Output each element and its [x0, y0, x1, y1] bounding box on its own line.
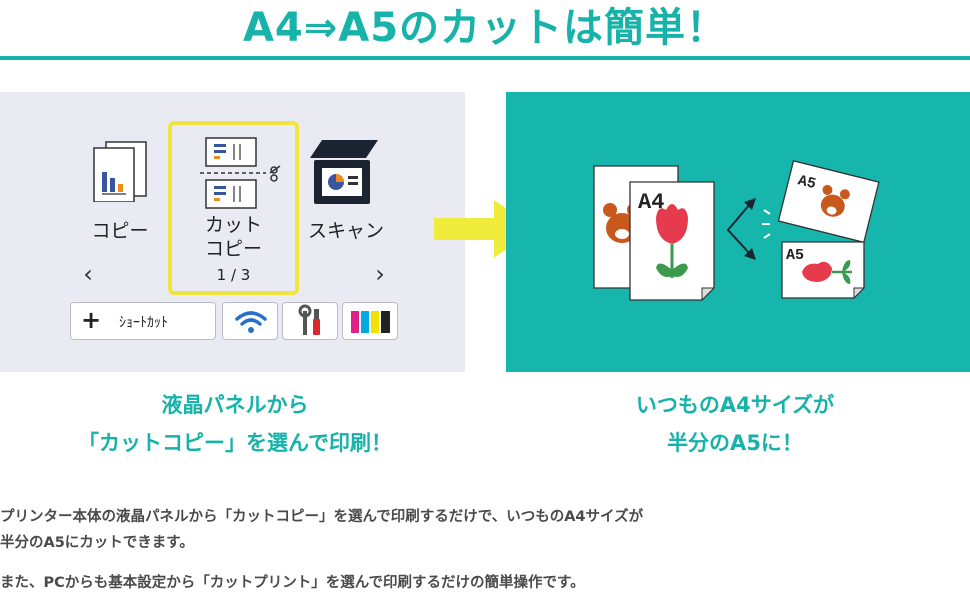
lcd-panel: コピー カット コピー 1 / 3 スキャン ‹ › — [0, 92, 465, 372]
cut-copy-icon — [200, 137, 281, 209]
a5-label-bottom: A5 — [786, 247, 804, 264]
a4-label: A4 — [638, 190, 664, 215]
a5-sheet-bottom — [781, 241, 866, 300]
prev-page-chevron-icon[interactable]: ‹ — [83, 260, 93, 288]
a5-label-top: A5 — [796, 172, 818, 193]
tools-icon — [298, 304, 320, 335]
description-paragraph-2: また、PCからも基本設定から「カットプリント」を選んで印刷するだけの簡単操作です… — [0, 575, 585, 591]
title-underline — [0, 56, 970, 60]
page-indicator: 1 / 3 — [216, 266, 251, 284]
right-caption-line2: 半分のA5に！ — [667, 431, 803, 455]
right-caption: いつものA4サイズが 半分のA5に！ — [500, 386, 970, 462]
cut-copy-label-line1: カット — [204, 214, 262, 236]
cut-copy-label-line2: コピー — [204, 238, 262, 260]
description-line1: プリンター本体の液晶パネルから「カットコピー」を選んで印刷するだけで、いつものA… — [0, 509, 644, 525]
page-title: A4⇒A5のカットは簡単！ — [242, 5, 728, 51]
copy-label: コピー — [91, 220, 149, 242]
scan-app[interactable]: スキャン — [298, 124, 394, 254]
copy-icon — [93, 141, 147, 202]
description-paragraph-1: プリンター本体の液晶パネルから「カットコピー」を選んで印刷するだけで、いつものA… — [0, 504, 970, 556]
plus-icon: + — [81, 306, 102, 334]
description-line2: 半分のA5にカットできます。 — [0, 535, 194, 551]
cut-illustration-panel: A4 A5 A5 — [506, 92, 970, 372]
scanner-icon — [310, 140, 378, 204]
a5-sheet-top — [777, 160, 880, 244]
left-caption: 液晶パネルから 「カットコピー」を選んで印刷！ — [0, 386, 470, 462]
copy-app[interactable]: コピー — [72, 124, 168, 254]
split-arrows-icon — [726, 198, 771, 260]
next-page-chevron-icon[interactable]: › — [375, 260, 385, 288]
shortcut-label: ｼｮｰﾄｶｯﾄ — [119, 315, 168, 331]
settings-button[interactable] — [282, 302, 338, 340]
ink-button[interactable] — [342, 302, 398, 340]
right-caption-line1: いつものA4サイズが — [635, 393, 835, 417]
cut-copy-selection-frame[interactable] — [168, 121, 299, 295]
scan-label: スキャン — [307, 220, 384, 242]
left-caption-line2: 「カットコピー」を選んで印刷！ — [78, 431, 392, 455]
wifi-icon — [235, 311, 267, 333]
shortcut-button[interactable]: + ｼｮｰﾄｶｯﾄ — [70, 302, 216, 340]
a4-sheet-front — [629, 181, 716, 302]
left-caption-line1: 液晶パネルから — [161, 393, 309, 417]
wifi-button[interactable] — [222, 302, 278, 340]
ink-icon — [351, 311, 390, 333]
